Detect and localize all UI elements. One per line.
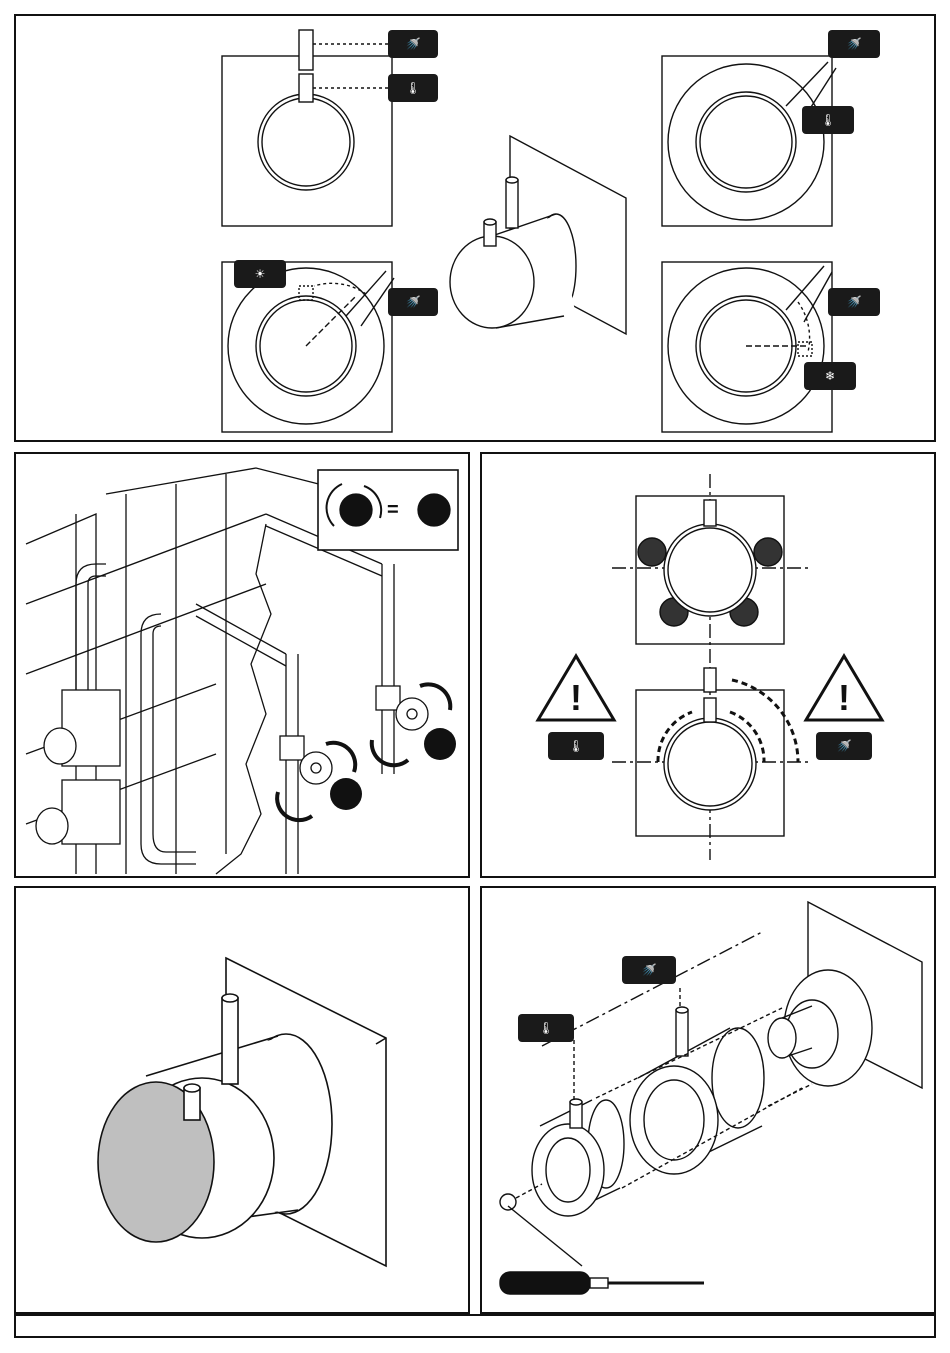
exploded-view-drawing [482, 888, 936, 1314]
thermometer-badge: 🌡 [388, 74, 438, 102]
thermometer-icon: 🌡 [568, 739, 583, 753]
thermometer-icon: 🌡 [405, 81, 420, 95]
sun-badge: ☀ [234, 260, 286, 288]
screwdriver-icon [500, 1272, 590, 1294]
tap-badge: 🚿 [816, 732, 872, 760]
tap-badge: 🚿 [622, 956, 676, 984]
exclamation-mark: ! [570, 677, 582, 718]
valve-wheel-icon [396, 698, 428, 730]
cap-removal-drawing [16, 888, 470, 1314]
page-footer-strip [14, 1314, 936, 1338]
tap-icon: 🚿 [406, 37, 421, 51]
equals-sign: = [387, 499, 399, 521]
tap-badge: 🚿 [388, 288, 438, 316]
tap-icon: 🚿 [642, 963, 657, 977]
handle-rotation-drawing: ! ! [482, 454, 936, 878]
tap-icon: 🚿 [837, 739, 852, 753]
sun-icon: ☀ [255, 267, 266, 281]
tap-icon [424, 728, 456, 760]
tap-icon: 🚿 [847, 295, 862, 309]
supply-valve-drawing: = [16, 454, 470, 878]
thermometer-badge: 🌡 [802, 106, 854, 134]
thermometer-badge: 🌡 [548, 732, 604, 760]
thermometer-icon: 🌡 [820, 113, 835, 127]
tap-icon: 🚿 [847, 37, 862, 51]
cap-removal-panel [14, 886, 470, 1314]
handle-positions-panel: 🚿 🌡 ☀ 🚿 🚿 🌡 🚿 ❄ [14, 14, 936, 442]
tap-icon [330, 778, 362, 810]
thermometer-icon: 🌡 [538, 1021, 553, 1035]
tap-icon: 🚿 [406, 295, 421, 309]
handle-rotation-panel: ! ! 🌡 🚿 [480, 452, 936, 878]
supply-valve-panel: = [14, 452, 470, 878]
exclamation-mark: ! [838, 677, 850, 718]
snowflake-icon: ❄ [825, 369, 835, 383]
tap-badge: 🚿 [828, 30, 880, 58]
snowflake-badge: ❄ [804, 362, 856, 390]
exploded-view-panel: 🚿 🌡 [480, 886, 936, 1314]
tap-badge: 🚿 [388, 30, 438, 58]
tap-badge: 🚿 [828, 288, 880, 316]
thermometer-badge: 🌡 [518, 1014, 574, 1042]
valve-wheel-icon [300, 752, 332, 784]
handle-positions-drawing [16, 16, 936, 442]
